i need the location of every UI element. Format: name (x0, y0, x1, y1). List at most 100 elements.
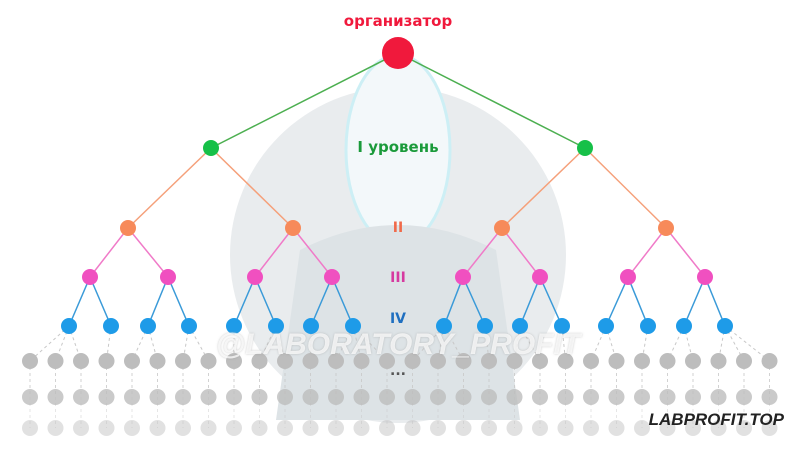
tree-node-gray (557, 389, 574, 405)
tree-node-level-3 (455, 269, 471, 285)
tree-edge (167, 276, 190, 327)
tree-node-gray (200, 353, 217, 369)
level-2-label: II (392, 220, 404, 236)
tree-node-level-4 (140, 318, 156, 334)
tree-node-level-3 (620, 269, 636, 285)
tree-node-gray (455, 389, 472, 405)
tree-node-level-4 (676, 318, 692, 334)
tree-node-gray (175, 389, 191, 405)
tree-node-gray (302, 420, 319, 436)
tree-edge (462, 227, 503, 278)
tree-node-gray (761, 389, 778, 405)
tree-edge (605, 276, 629, 327)
tree-node-level-4 (345, 318, 361, 334)
tree-node-gray (634, 420, 650, 436)
tree-node-gray (73, 353, 89, 369)
tree-node-gray (47, 389, 64, 405)
tree-edge (310, 276, 333, 327)
tree-node-level-4 (181, 318, 197, 334)
tree-node-level-2 (285, 220, 301, 236)
tree-node-gray (277, 353, 293, 369)
tree-edge (147, 276, 169, 327)
tree-node-gray (583, 420, 599, 436)
tree-node-level-1 (577, 140, 593, 156)
tree-node-gray (430, 389, 446, 405)
tree-node-gray (608, 420, 625, 436)
tree-edge (704, 276, 726, 327)
tree-node-gray (506, 420, 523, 436)
tree-node-gray (226, 389, 242, 405)
tree-node-gray (404, 420, 421, 436)
tree-node-gray (124, 420, 140, 436)
tree-node-gray (379, 353, 395, 369)
tree-node-gray (506, 389, 523, 405)
tree-edge (627, 276, 649, 327)
tree-edge (665, 227, 706, 278)
tree-node-gray (659, 420, 676, 436)
tree-edge (443, 276, 464, 327)
tree-edge-dashed (352, 325, 388, 362)
tree-node-level-3 (697, 269, 713, 285)
tree-node-gray (277, 389, 293, 405)
tree-node-level-4 (61, 318, 77, 334)
tree-edge (127, 147, 212, 229)
tree-node-gray (455, 420, 472, 436)
tree-node-gray (430, 420, 446, 436)
tree-node-level-4 (640, 318, 656, 334)
tree-node-gray (430, 353, 446, 369)
tree-node-level-4 (598, 318, 614, 334)
tree-node-gray (226, 353, 242, 369)
tree-node-gray (736, 420, 752, 436)
tree-node-level-4 (226, 318, 242, 334)
tree-node-gray (557, 353, 574, 369)
tree-edge (519, 276, 541, 327)
tree-node-level-4 (436, 318, 452, 334)
tree-node-gray (47, 420, 64, 436)
tree-node-gray (353, 420, 370, 436)
tree-edge (127, 227, 169, 278)
tree-node-gray (251, 353, 268, 369)
tree-node-gray (149, 353, 166, 369)
tree-node-gray (481, 389, 497, 405)
tree-node-gray (532, 353, 548, 369)
tree-node-gray (532, 420, 548, 436)
tree-node-gray (175, 420, 191, 436)
tree-edge (89, 276, 112, 327)
tree-node-gray (659, 353, 676, 369)
tree-node-level-4 (477, 318, 493, 334)
tree-node-gray (328, 420, 344, 436)
organizer-node (382, 37, 414, 69)
tree-node-gray (685, 389, 701, 405)
tree-node-gray (124, 353, 140, 369)
tree-node-gray (149, 420, 166, 436)
tree-node-level-4 (554, 318, 570, 334)
tree-edge (68, 276, 91, 327)
tree-edge (683, 276, 706, 327)
tree-node-gray (685, 420, 701, 436)
tree-node-gray (710, 353, 727, 369)
tree-node-gray (22, 353, 38, 369)
tree-node-level-3 (82, 269, 98, 285)
tree-node-gray (175, 353, 191, 369)
tree-node-gray (124, 389, 140, 405)
bottom-fade (0, 436, 800, 452)
tree-node-gray (226, 420, 242, 436)
tree-node-gray (583, 353, 599, 369)
tree-edge (627, 227, 667, 278)
tree-node-gray (73, 389, 89, 405)
tree-edge (233, 276, 256, 327)
tree-edge (254, 227, 294, 278)
tree-edge (292, 227, 333, 278)
tree-node-gray (710, 420, 727, 436)
level-1-label: I уровень (357, 138, 439, 156)
tree-node-gray (608, 389, 625, 405)
organizer-label: организатор (343, 12, 453, 30)
tree-node-level-3 (247, 269, 263, 285)
tree-node-gray (634, 353, 650, 369)
tree-edge (501, 147, 586, 229)
tree-node-gray (353, 353, 370, 369)
tree-node-gray (98, 389, 115, 405)
tree-edge (89, 227, 129, 278)
tree-node-gray (73, 420, 89, 436)
tree-node-level-1 (203, 140, 219, 156)
